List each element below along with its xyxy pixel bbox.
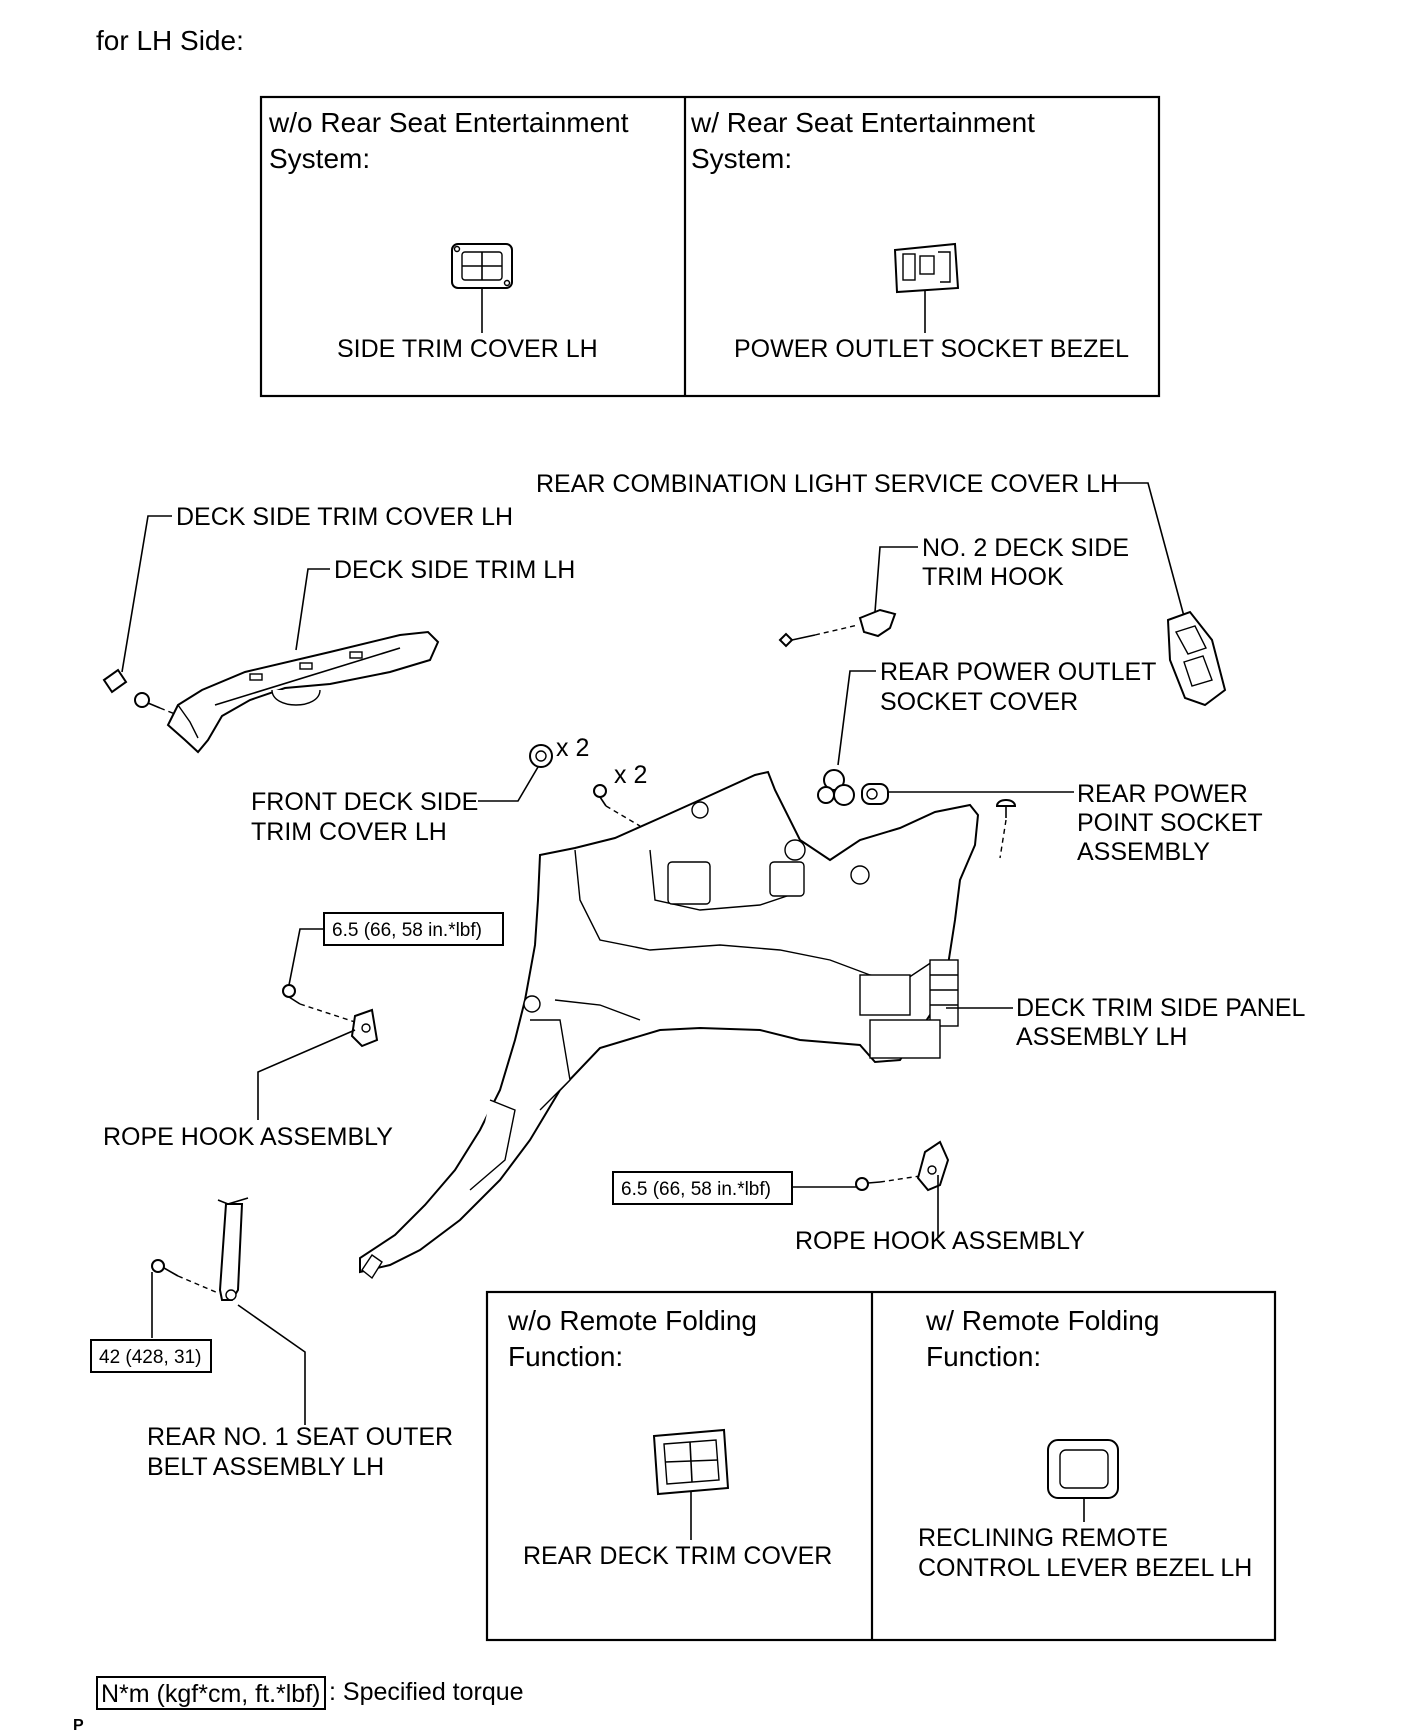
- torque-box-rope-hook-left: 6.5 (66, 58 in.*lbf): [323, 912, 504, 946]
- no2-deck-side-trim-hook-part: [858, 608, 897, 638]
- bottom-left-heading-line2: Function:: [508, 1341, 623, 1372]
- seat-belt-label-line2: BELT ASSEMBLY LH: [147, 1453, 384, 1481]
- torque-rope-hook-right: 6.5 (66, 58 in.*lbf): [621, 1179, 771, 1200]
- rope-hook-right-bolt: [855, 1177, 881, 1191]
- torque-box-seat-belt: 42 (428, 31): [90, 1339, 212, 1373]
- top-variant-box: w/o Rear Seat Entertainment System: w/ R…: [259, 95, 1161, 398]
- top-right-heading-line1: w/ Rear Seat Entertainment: [690, 107, 1035, 138]
- side-trim-cover-label: SIDE TRIM COVER LH: [337, 335, 598, 363]
- panel-clip: [995, 799, 1017, 818]
- side-trim-cover-part: [451, 243, 513, 289]
- torque-rope-hook-left: 6.5 (66, 58 in.*lbf): [332, 920, 482, 941]
- bottom-right-heading-line2: Function:: [926, 1341, 1041, 1372]
- reclining-remote-control-lever-bezel-label-line2: CONTROL LEVER BEZEL LH: [918, 1554, 1252, 1582]
- rear-deck-trim-cover-label: REAR DECK TRIM COVER: [523, 1542, 832, 1570]
- seat-belt-part: [217, 1197, 249, 1301]
- reclining-remote-control-lever-bezel-part: [1047, 1439, 1119, 1499]
- no2-deck-side-trim-hook-label-line2: TRIM HOOK: [922, 563, 1064, 591]
- rope-hook-right-label: ROPE HOOK ASSEMBLY: [795, 1227, 1085, 1255]
- deck-trim-side-panel-label-line2: ASSEMBLY LH: [1016, 1023, 1187, 1051]
- top-left-heading-line2: System:: [269, 143, 370, 174]
- seat-belt-label-line1: REAR NO. 1 SEAT OUTER: [147, 1423, 453, 1451]
- top-right-heading-line2: System:: [691, 143, 792, 174]
- legend-unit-box: N*m (kgf*cm, ft.*lbf): [101, 1680, 320, 1708]
- trim-screw: [593, 784, 607, 807]
- rope-hook-right-part: [916, 1140, 950, 1192]
- bottom-right-heading-line1: w/ Remote Folding: [925, 1305, 1159, 1336]
- deck-side-trim-cover-part: [102, 668, 128, 694]
- screw-quantity: x 2: [614, 761, 647, 789]
- clip-quantity: x 2: [556, 734, 589, 762]
- rear-combination-light-service-cover-label: REAR COMBINATION LIGHT SERVICE COVER LH: [536, 470, 1118, 498]
- rear-power-point-socket-label-line3: ASSEMBLY: [1077, 838, 1210, 866]
- top-left-heading-line1: w/o Rear Seat Entertainment: [268, 107, 629, 138]
- rear-power-outlet-socket-cover-part: [817, 769, 855, 806]
- rear-deck-trim-cover-part: [652, 1428, 730, 1496]
- rear-power-point-socket-label-line1: REAR POWER: [1077, 780, 1248, 808]
- trim-hook-screw: [778, 632, 816, 648]
- rope-hook-left-bolt: [282, 984, 301, 1005]
- rope-hook-left-label: ROPE HOOK ASSEMBLY: [103, 1123, 393, 1151]
- rope-hook-left-part: [350, 1008, 379, 1048]
- reclining-remote-control-lever-bezel-label-line1: RECLINING REMOTE: [918, 1524, 1168, 1552]
- deck-side-trim-cover-label: DECK SIDE TRIM COVER LH: [176, 503, 513, 531]
- rear-power-outlet-socket-cover-label-line1: REAR POWER OUTLET: [880, 658, 1156, 686]
- footer-mark: P: [73, 1717, 84, 1734]
- page-title: for LH Side:: [96, 25, 244, 56]
- deck-trim-side-panel-label-line1: DECK TRIM SIDE PANEL: [1016, 994, 1306, 1022]
- torque-legend: N*m (kgf*cm, ft.*lbf) : Specified torque: [96, 1676, 524, 1710]
- front-deck-side-trim-cover-label-line2: TRIM COVER LH: [251, 818, 447, 846]
- deck-trim-side-panel-part: [359, 770, 980, 1280]
- power-outlet-socket-bezel-label: POWER OUTLET SOCKET BEZEL: [734, 335, 1129, 363]
- rear-combination-light-service-cover-part: [1166, 610, 1227, 707]
- rear-power-point-socket-label-line2: POINT SOCKET: [1077, 809, 1263, 837]
- deck-side-trim-screw: [134, 692, 161, 709]
- power-outlet-socket-bezel-part: [893, 242, 960, 294]
- deck-side-trim-label: DECK SIDE TRIM LH: [334, 556, 575, 584]
- legend-description: : Specified torque: [329, 1678, 524, 1706]
- rear-power-point-socket-part: [861, 783, 889, 805]
- front-deck-side-trim-cover-clip: [529, 744, 553, 768]
- deck-side-trim-part: [166, 630, 440, 754]
- bottom-variant-box: w/o Remote Folding Function: w/ Remote F…: [485, 1290, 1277, 1642]
- bottom-left-heading-line1: w/o Remote Folding: [507, 1305, 757, 1336]
- torque-box-rope-hook-right: 6.5 (66, 58 in.*lbf): [612, 1171, 793, 1205]
- torque-seat-belt: 42 (428, 31): [99, 1347, 201, 1368]
- rear-power-outlet-socket-cover-label-line2: SOCKET COVER: [880, 688, 1078, 716]
- front-deck-side-trim-cover-label-line1: FRONT DECK SIDE: [251, 788, 478, 816]
- no2-deck-side-trim-hook-label-line1: NO. 2 DECK SIDE: [922, 534, 1129, 562]
- seat-belt-bolt: [151, 1259, 179, 1277]
